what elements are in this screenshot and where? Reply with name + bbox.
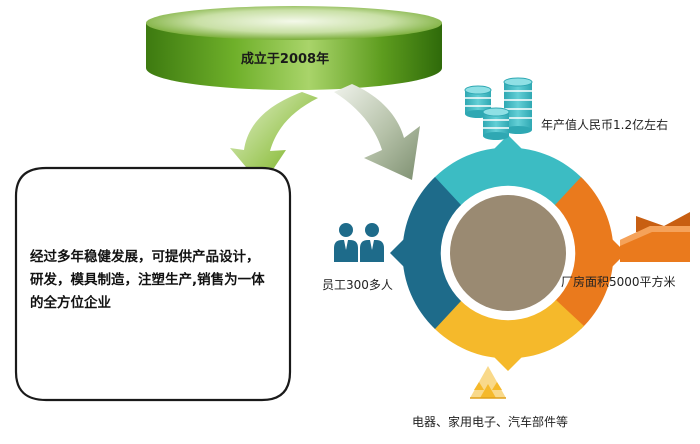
people-icon xyxy=(334,223,384,262)
triangle-product-icon xyxy=(470,366,506,399)
ring-segment-right xyxy=(555,177,614,329)
ring-segment-bottom xyxy=(432,300,584,359)
ring-hub xyxy=(450,195,566,311)
ring-diagram xyxy=(390,135,626,371)
arrow-right-curved xyxy=(334,84,420,180)
fact-output-label: 年产值人民币1.2亿左右 xyxy=(541,118,669,132)
fact-staff-label: 员工300多人 xyxy=(322,278,393,292)
fact-products-label: 电器、家用电子、汽车部件等 xyxy=(412,415,569,429)
description-box xyxy=(14,166,292,402)
arrow-left-curved xyxy=(230,92,318,186)
ring-segment-left xyxy=(402,177,461,329)
founded-label: 成立于2008年 xyxy=(240,52,330,67)
founded-cylinder xyxy=(146,6,442,90)
company-description: 经过多年稳健发展，可提供产品设计，研发，模具制造，注塑生产,销售为一体的全方位企… xyxy=(30,249,265,311)
ring-segment-top xyxy=(432,147,584,206)
fact-factory-label: 厂房面积5000平方米 xyxy=(561,275,676,289)
factory-building-icon xyxy=(620,212,690,262)
coin-stack-icon xyxy=(464,77,533,140)
